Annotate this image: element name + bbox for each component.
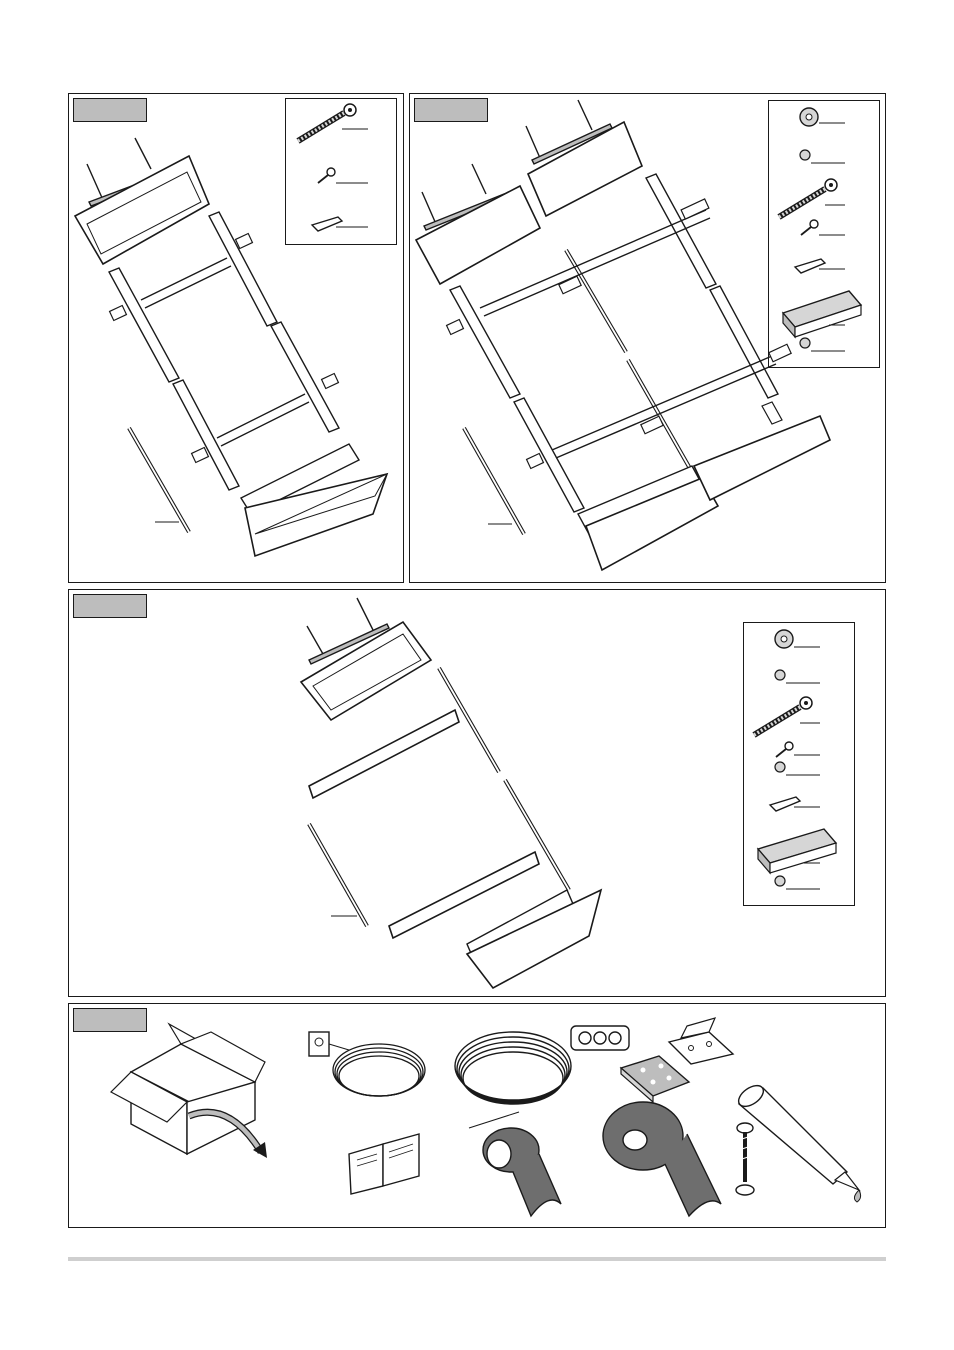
- foam-roll-icon: [603, 1102, 721, 1216]
- footer-rule: [68, 1257, 886, 1261]
- exploded-view-side-panels: [69, 590, 887, 998]
- panel-double-window-kit: [409, 93, 886, 583]
- manual-booklet-icon: [349, 1134, 419, 1194]
- panel-window-with-side-panels-kit: [68, 589, 886, 997]
- accessories-illustrations: [69, 1004, 887, 1229]
- tape-roll-icon: [469, 1112, 561, 1216]
- exploded-view-double: [410, 94, 887, 584]
- plates-icon: [621, 1018, 733, 1102]
- panel-accessories: [68, 1003, 886, 1228]
- tube-coil-icon: [455, 1026, 629, 1104]
- cardboard-box-icon: [111, 1024, 267, 1158]
- panel-single-window-kit: [68, 93, 404, 583]
- screw-with-washer-icon: [736, 1123, 754, 1195]
- sealant-cartridge-icon: [735, 1081, 861, 1202]
- cable-coil-icon: [309, 1032, 425, 1096]
- exploded-view-single: [69, 94, 405, 584]
